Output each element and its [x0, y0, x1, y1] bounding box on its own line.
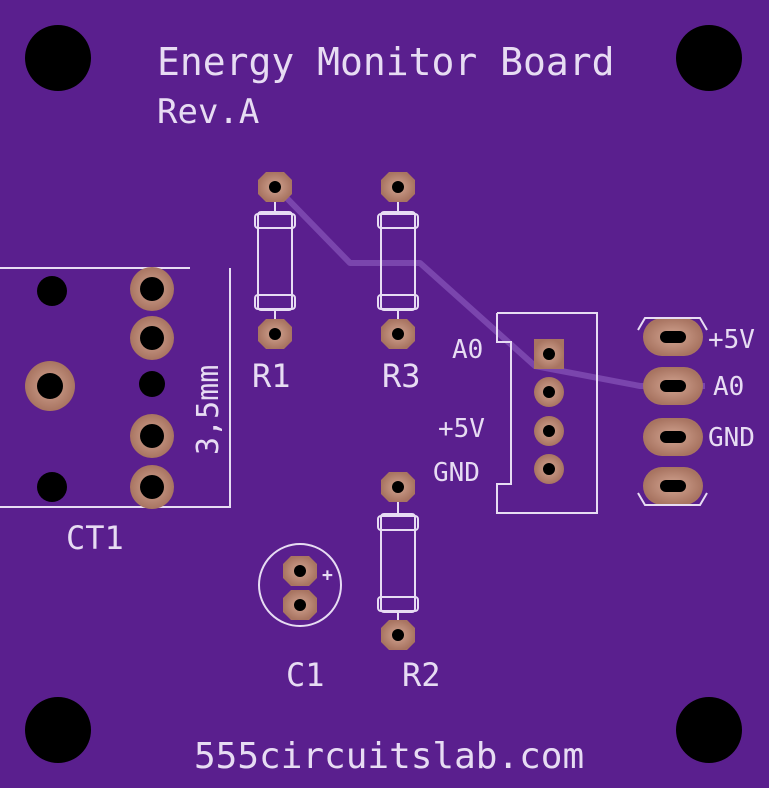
connector-label-a0: A0 [452, 335, 483, 365]
ct1-pad-drill [140, 326, 164, 350]
header-footprint [637, 317, 708, 506]
header-label-gnd: GND [708, 423, 755, 453]
jack-size-label: 3,5mm [191, 365, 226, 455]
connector-label-gnd: GND [433, 458, 480, 488]
ct1-pad-drill [140, 475, 164, 499]
mounting-hole-top-left [25, 25, 91, 91]
board-title: Energy Monitor Board [157, 40, 615, 84]
ct1-hole [37, 472, 67, 502]
r1-label: R1 [252, 357, 291, 395]
c1-label: C1 [286, 656, 325, 694]
ct1-outline-right [0, 268, 231, 508]
ct1-hole [139, 371, 165, 397]
ct1-pad-drill [140, 424, 164, 448]
c1-footprint [258, 543, 342, 627]
ct1-pad-drill [37, 373, 63, 399]
mounting-hole-bottom-left [25, 697, 91, 763]
ct1-jack-footprint [0, 267, 231, 509]
mounting-hole-bottom-right [676, 697, 742, 763]
r3-footprint [377, 172, 419, 349]
connector-label-5v: +5V [438, 414, 485, 444]
r1-footprint [254, 172, 296, 349]
connector-footprint [496, 312, 598, 514]
website-label: 555circuitslab.com [194, 736, 584, 777]
c1-polarity-mark: + [322, 565, 333, 586]
mounting-hole-top-right [676, 25, 742, 91]
ct1-pad-drill [140, 277, 164, 301]
board-revision: Rev.A [157, 92, 259, 132]
header-label-5v: +5V [708, 325, 755, 355]
ct1-label: CT1 [66, 519, 124, 557]
r2-label: R2 [402, 656, 441, 694]
header-label-a0: A0 [713, 372, 744, 402]
r3-label: R3 [382, 357, 421, 395]
r2-footprint [377, 472, 419, 650]
ct1-hole [37, 276, 67, 306]
